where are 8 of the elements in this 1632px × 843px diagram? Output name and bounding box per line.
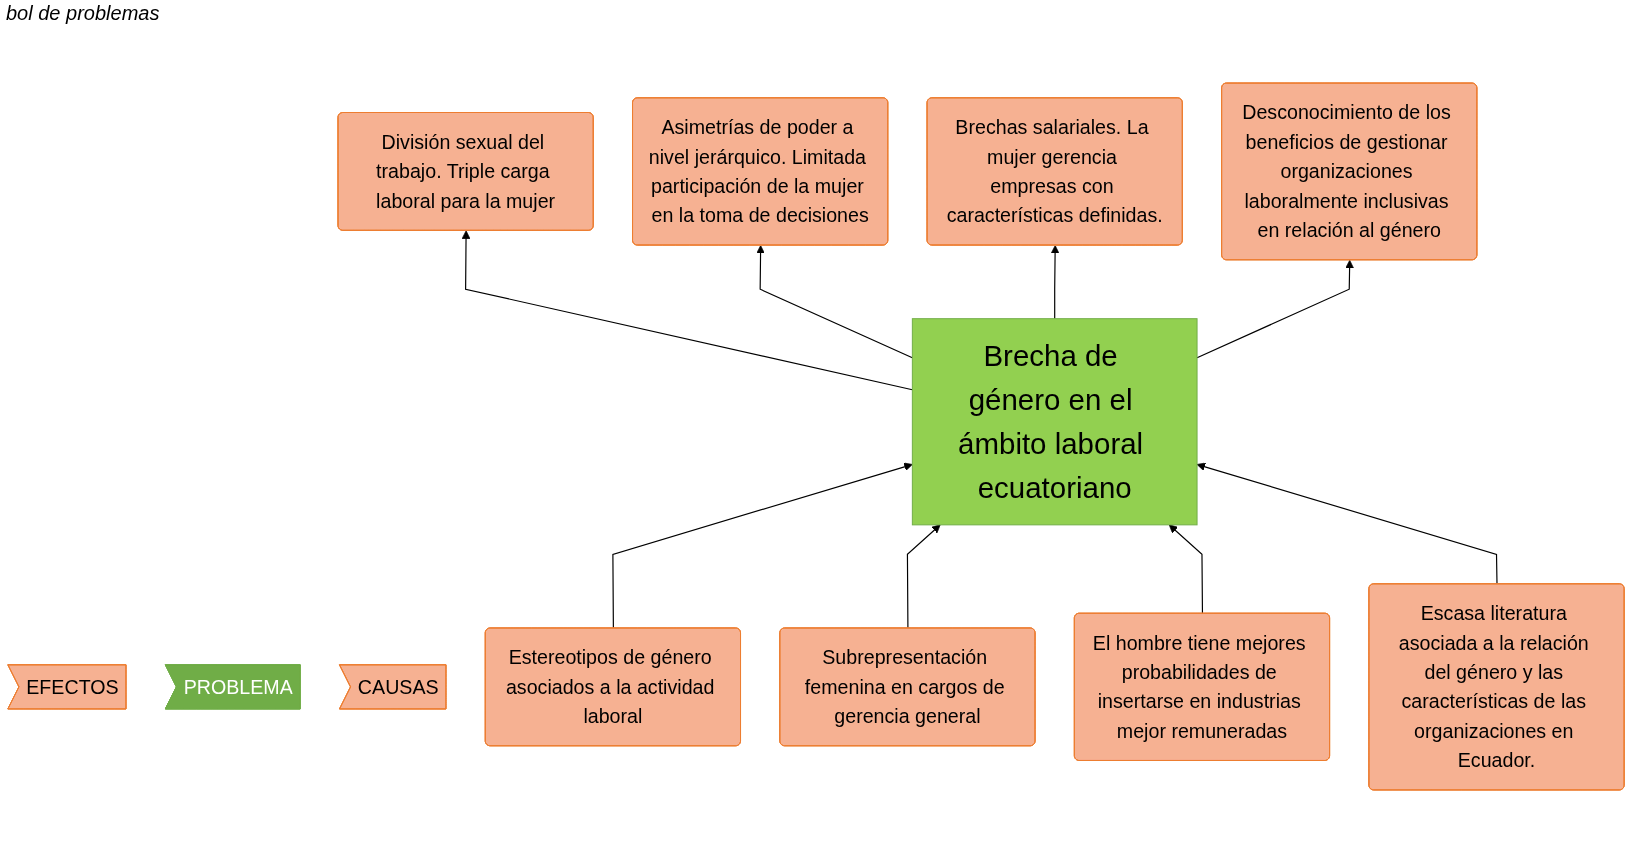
- arrow: [1196, 462, 1498, 585]
- arrow: [1050, 245, 1060, 320]
- arrow: [756, 245, 913, 359]
- diagram-title: bol de problemas: [6, 2, 160, 25]
- arrow: [1168, 524, 1204, 615]
- arrow: [1196, 259, 1354, 359]
- arrow: [461, 230, 913, 391]
- node-box: Brecha de género en el ámbito laboral ecuatoriano: [911, 318, 1198, 526]
